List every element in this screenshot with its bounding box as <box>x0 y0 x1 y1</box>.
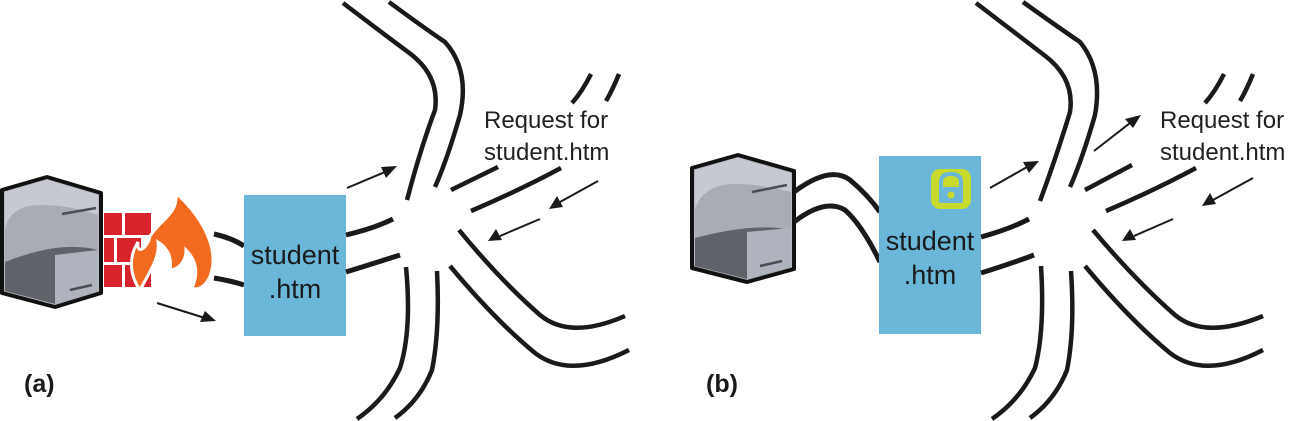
document-student-htm-a[interactable]: student .htm <box>244 195 346 336</box>
arrow-outgoing-2-icon <box>1093 115 1141 152</box>
arrow-outgoing-icon <box>346 166 397 189</box>
flame-icon <box>130 189 215 293</box>
arrow-to-document-icon <box>156 302 216 322</box>
document-name-line2: .htm <box>269 274 322 304</box>
wire-out-bottom <box>980 252 1035 276</box>
wire-out-bottom <box>345 252 401 275</box>
wire-top <box>213 231 246 249</box>
panel-a: student .htm <box>0 0 631 421</box>
server-icon <box>690 153 796 284</box>
arrow-request-incoming-2-icon <box>488 218 541 241</box>
network-roads-b <box>974 0 1265 421</box>
arrow-request-incoming-1-icon <box>549 180 599 209</box>
panel-b: student .htm <box>690 0 1285 421</box>
arrow-request-incoming-2-icon <box>1122 218 1174 241</box>
wire-server-bottom <box>792 203 883 264</box>
request-label-line1: Request for <box>1160 107 1284 134</box>
panel-label-b: (b) <box>706 370 738 398</box>
padlock-icon <box>931 169 971 209</box>
arrow-request-incoming-1-icon <box>1202 177 1254 206</box>
wire-out-top <box>980 216 1031 240</box>
document-student-htm-b[interactable]: student .htm <box>879 156 981 334</box>
request-label-line2: student.htm <box>484 139 609 166</box>
panel-label-a: (a) <box>24 370 55 398</box>
document-name-line1: student <box>886 226 975 256</box>
document-name-line1: student <box>251 240 340 270</box>
server-icon <box>0 175 103 309</box>
wire-server-top <box>792 172 883 214</box>
request-label-line2: student.htm <box>1160 139 1285 166</box>
document-name-line2: .htm <box>904 260 957 290</box>
request-label-line1: Request for <box>484 107 608 134</box>
wire-out-top <box>345 216 395 238</box>
network-roads-a <box>341 0 631 421</box>
wire-bottom <box>213 275 245 288</box>
arrow-outgoing-icon <box>989 161 1039 189</box>
